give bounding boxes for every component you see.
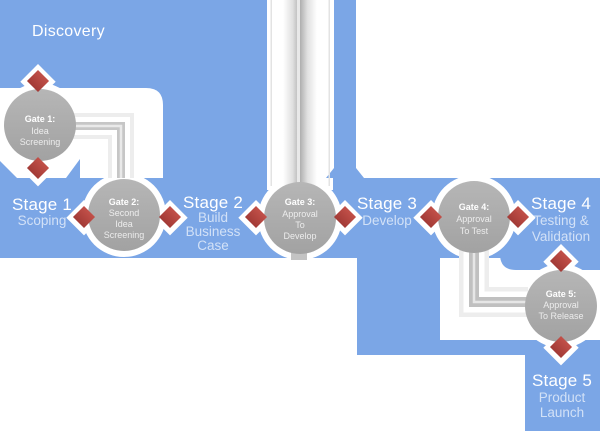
svg-text:Launch: Launch [540, 405, 584, 420]
gate1-label: Gate 1: Idea Screening [20, 114, 61, 147]
diamond-right-gate3 [333, 205, 357, 229]
svg-text:Develop: Develop [362, 213, 412, 228]
svg-text:Business: Business [186, 224, 241, 239]
wedge-right [66, 159, 80, 178]
svg-text:Build: Build [198, 210, 228, 225]
svg-text:Stage 3: Stage 3 [357, 194, 417, 213]
stage3-label: Stage 3 Develop [357, 194, 417, 228]
diamond-below-gate5 [549, 335, 573, 359]
svg-text:Stage 5: Stage 5 [532, 371, 592, 390]
svg-text:Gate 2:: Gate 2: [109, 197, 140, 207]
svg-text:To: To [295, 220, 305, 230]
svg-text:Validation: Validation [532, 229, 590, 244]
svg-text:Stage 4: Stage 4 [531, 194, 591, 213]
svg-text:Testing &: Testing & [533, 213, 589, 228]
diamond-left-gate4 [419, 205, 443, 229]
gate4-label: Gate 4: Approval To Test [456, 202, 492, 236]
gate4-circle [438, 181, 510, 253]
svg-text:Idea: Idea [31, 126, 49, 136]
pipe-gate4-gate5 [459, 250, 528, 317]
gate3-circle [264, 182, 336, 254]
gate5-circle [525, 270, 597, 342]
svg-text:Gate 3:: Gate 3: [285, 197, 316, 207]
svg-text:Gate 1:: Gate 1: [25, 114, 56, 124]
stage1-label: Stage 1 Scoping [12, 195, 72, 228]
gate3-label: Gate 3: Approval To Develop [282, 197, 318, 241]
svg-text:Approval: Approval [282, 209, 318, 219]
labels: Discovery Stage 1 Scoping Stage 2 Build … [12, 23, 592, 420]
svg-text:To Test: To Test [460, 226, 489, 236]
gate5-label: Gate 5: Approval To Release [538, 289, 583, 321]
pipe-gate1-gate2 [70, 113, 134, 178]
svg-text:Screening: Screening [104, 230, 145, 240]
svg-text:Develop: Develop [283, 231, 316, 241]
stage3-down-block [357, 250, 440, 355]
decision-diamonds [26, 69, 573, 359]
stage5-block [525, 355, 600, 431]
vertical-blue-strip [334, 0, 356, 180]
svg-text:Idea: Idea [115, 219, 133, 229]
gate2-label: Gate 2: Second Idea Screening [104, 197, 145, 240]
stage5-label: Stage 5 Product Launch [532, 371, 592, 420]
svg-text:Scoping: Scoping [18, 213, 67, 228]
svg-text:Case: Case [197, 238, 229, 253]
svg-text:Approval: Approval [456, 214, 492, 224]
gate-circles [4, 89, 597, 342]
svg-text:Gate 4:: Gate 4: [459, 202, 490, 212]
wedge-left [0, 161, 17, 178]
svg-text:Gate 5:: Gate 5: [546, 289, 577, 299]
gate1-circle [4, 89, 76, 161]
gate2-circle [88, 179, 160, 251]
svg-text:Screening: Screening [20, 137, 61, 147]
svg-text:Second: Second [109, 208, 140, 218]
svg-text:Stage 1: Stage 1 [12, 195, 72, 214]
stage2-label: Stage 2 Build Business Case [183, 193, 243, 253]
svg-text:Product: Product [539, 390, 586, 405]
svg-text:To Release: To Release [538, 311, 583, 321]
discovery-label: Discovery [32, 23, 105, 40]
strip-flare-right [356, 168, 364, 178]
svg-text:Approval: Approval [543, 300, 579, 310]
stage4-label: Stage 4 Testing & Validation [531, 194, 591, 244]
diamond-right-gate2 [158, 205, 182, 229]
svg-text:Stage 2: Stage 2 [183, 193, 243, 212]
